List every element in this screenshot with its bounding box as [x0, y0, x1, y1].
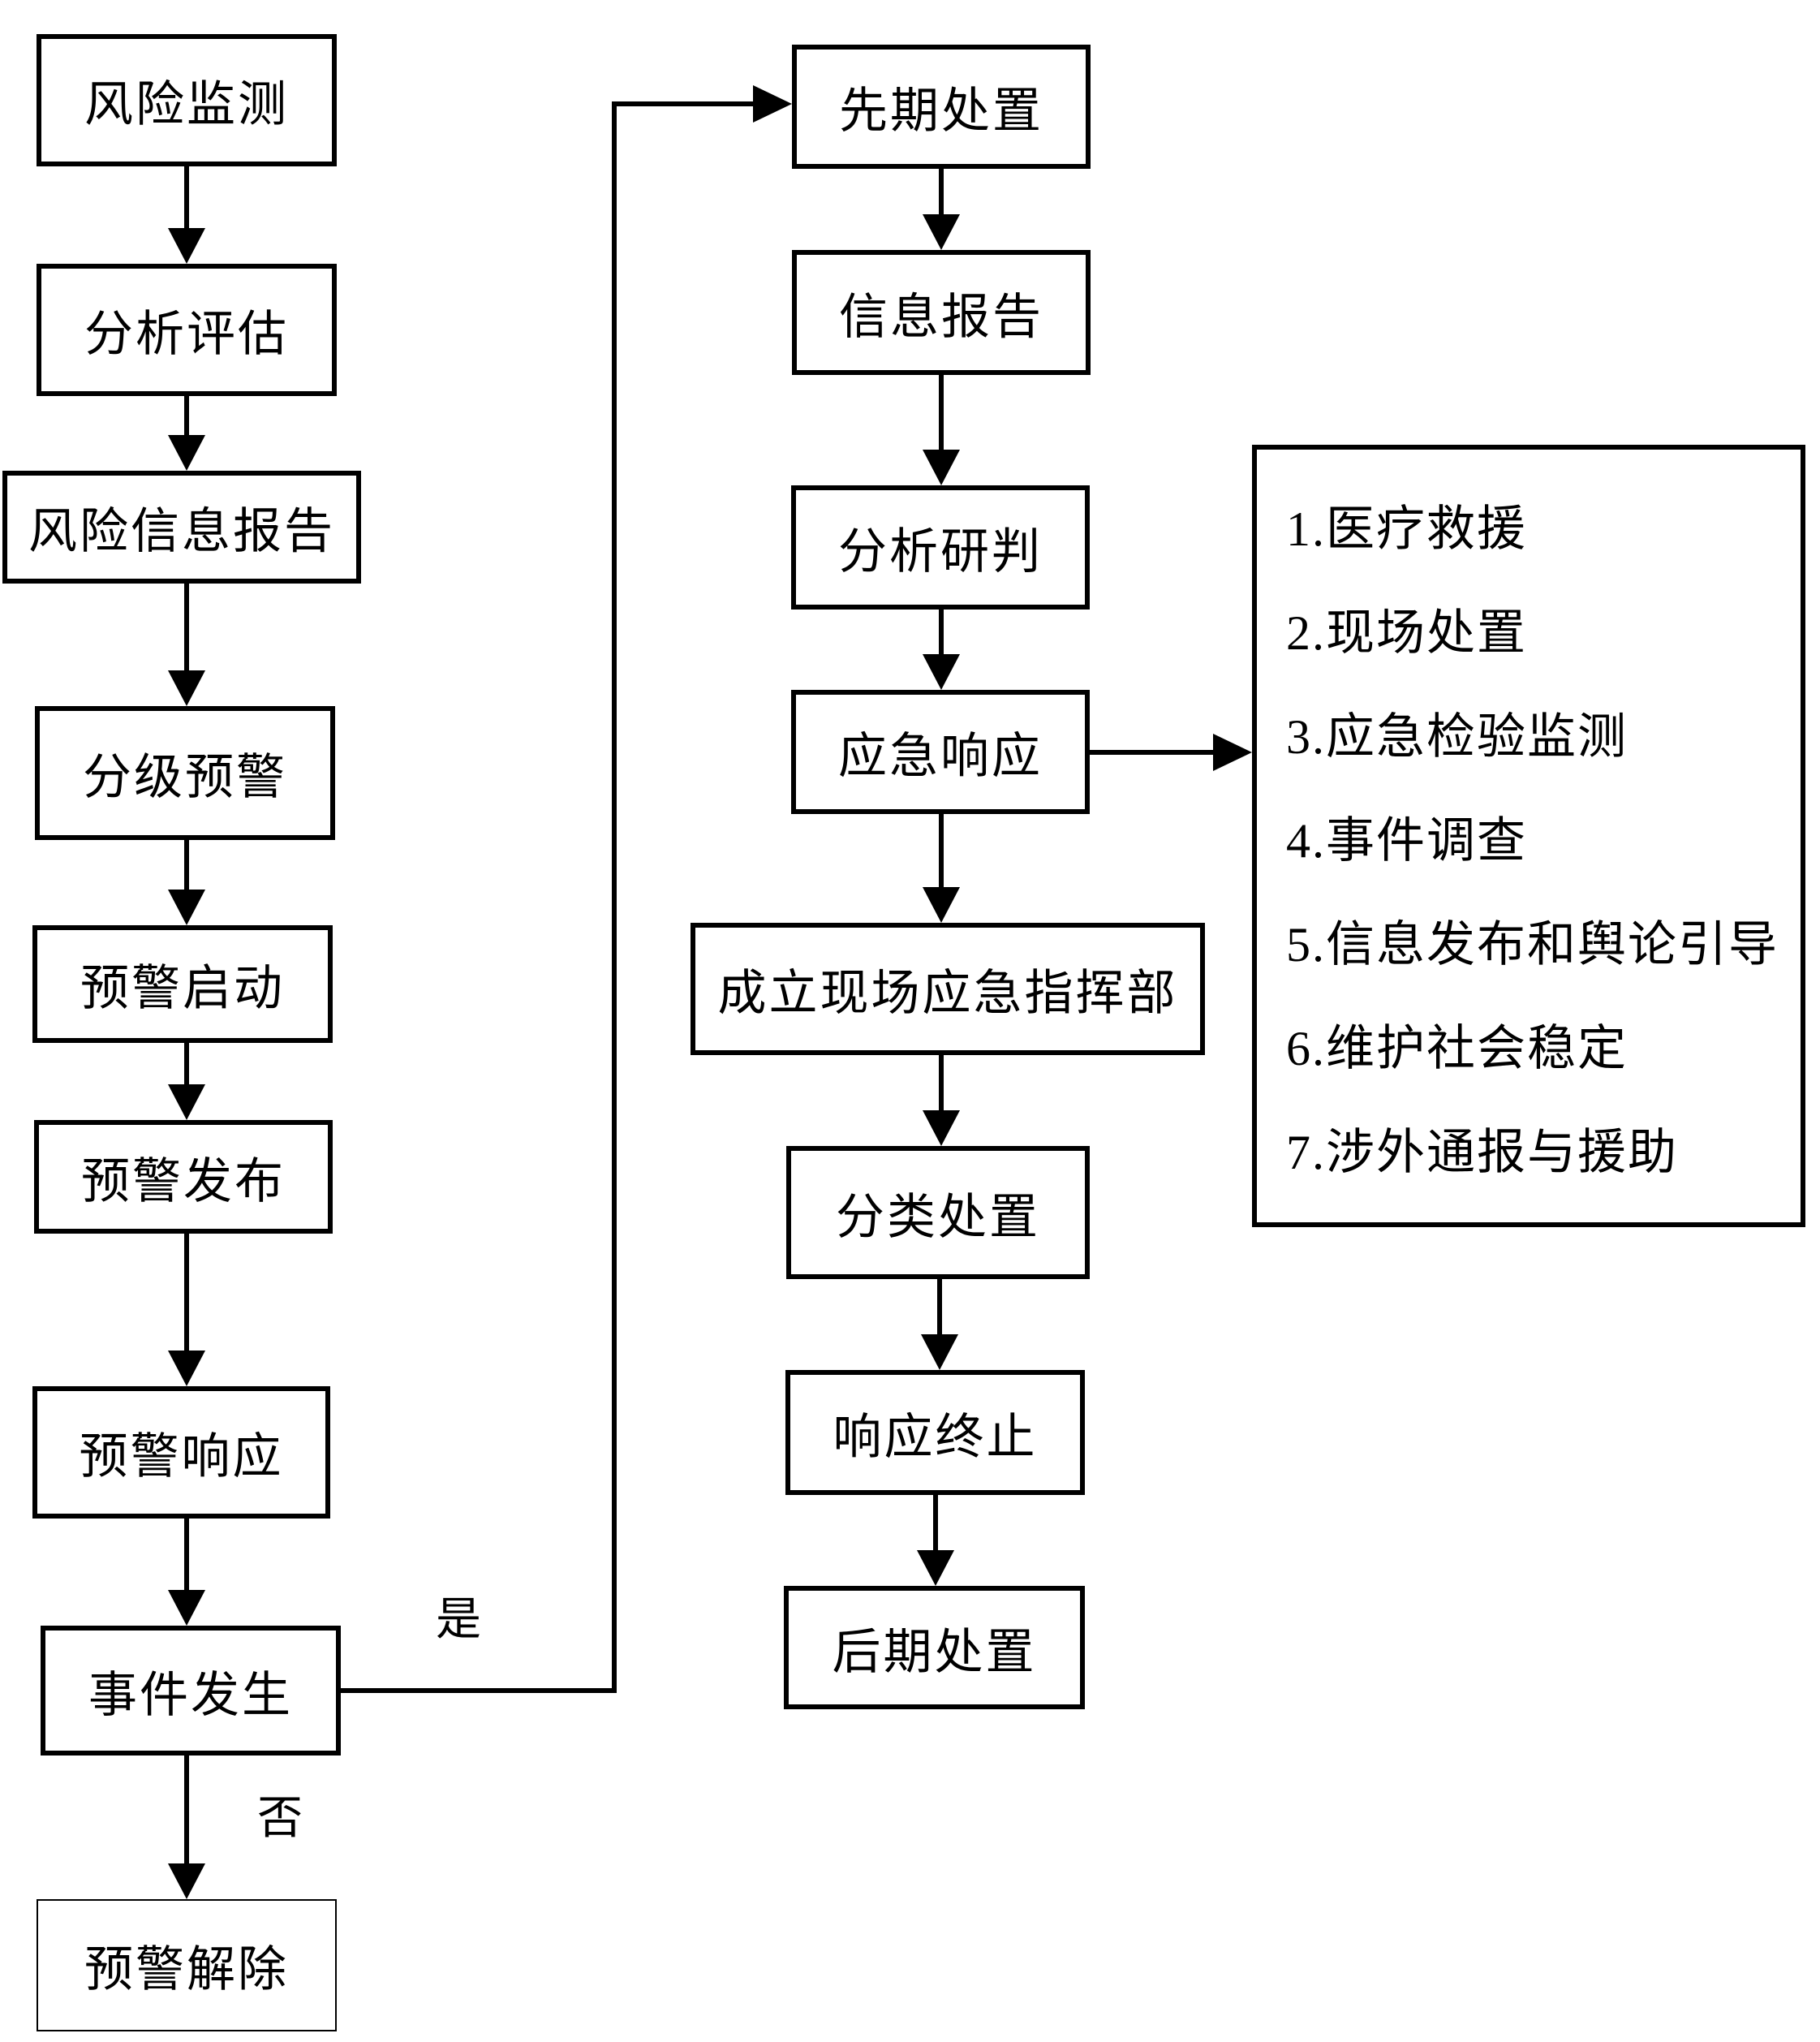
- node-classified-disposal: 分类处置: [786, 1146, 1090, 1279]
- arrowhead-down: [923, 887, 960, 923]
- no-label: 否: [257, 1794, 303, 1844]
- arrowhead-down: [923, 450, 960, 485]
- node-analysis-evaluation: 分析评估: [37, 264, 337, 396]
- yes-connector-line: [612, 101, 617, 1693]
- arrowhead-down: [168, 670, 205, 706]
- arrowhead-right: [753, 85, 792, 123]
- task-item-onsite-disposal: 2.现场处置: [1286, 605, 1527, 660]
- arrow-line: [184, 1234, 189, 1351]
- yes-connector-line: [341, 1688, 614, 1693]
- node-risk-info-report: 风险信息报告: [2, 471, 361, 584]
- node-warning-initiation: 预警启动: [32, 925, 333, 1043]
- arrow-line: [939, 610, 944, 654]
- node-graded-warning: 分级预警: [35, 706, 335, 840]
- response-tasks-panel: 1.医疗救援 2.现场处置 3.应急检验监测 4.事件调查 5.信息发布和舆论引…: [1252, 445, 1805, 1227]
- node-analysis-judgment: 分析研判: [791, 485, 1090, 610]
- arrow-line: [184, 584, 189, 670]
- node-response-termination: 响应终止: [785, 1370, 1085, 1495]
- node-warning-lifted: 预警解除: [37, 1899, 337, 2031]
- arrow-line: [937, 1279, 942, 1334]
- arrow-line: [939, 169, 944, 214]
- node-post-disposal: 后期处置: [784, 1586, 1085, 1709]
- arrowhead-down: [923, 1110, 960, 1146]
- arrow-line: [184, 1043, 189, 1084]
- arrow-line: [939, 814, 944, 887]
- node-initial-disposal: 先期处置: [792, 45, 1091, 169]
- yes-connector-line: [612, 101, 756, 106]
- arrowhead-down: [168, 1863, 205, 1899]
- node-event-occurrence: 事件发生: [41, 1626, 341, 1756]
- arrowhead-down: [917, 1550, 954, 1586]
- arrowhead-down: [921, 1334, 958, 1370]
- arrowhead-down: [168, 890, 205, 925]
- arrowhead-down: [923, 214, 960, 250]
- node-warning-release: 预警发布: [34, 1120, 333, 1234]
- arrow-line: [184, 840, 189, 890]
- arrow-line: [184, 1756, 189, 1863]
- node-information-report: 信息报告: [792, 250, 1091, 375]
- yes-label: 是: [436, 1595, 481, 1645]
- arrowhead-down: [168, 1590, 205, 1626]
- arrowhead-down: [168, 435, 205, 471]
- node-emergency-response: 应急响应: [791, 690, 1090, 814]
- task-item-event-investigation: 4.事件调查: [1286, 813, 1527, 868]
- arrowhead-down: [923, 654, 960, 690]
- arrow-line: [939, 375, 944, 450]
- arrowhead-down: [168, 1351, 205, 1386]
- arrowhead-down: [168, 1084, 205, 1120]
- arrow-line: [184, 166, 189, 228]
- node-warning-response: 预警响应: [32, 1386, 330, 1519]
- arrow-line: [184, 396, 189, 435]
- task-item-medical-rescue: 1.医疗救援: [1286, 502, 1527, 556]
- task-item-info-release: 5.信息发布和舆论引导: [1286, 917, 1779, 971]
- arrow-line: [939, 1055, 944, 1110]
- arrow-line: [933, 1495, 938, 1550]
- arrowhead-down: [168, 228, 205, 264]
- task-item-foreign-notification: 7.涉外通报与援助: [1286, 1125, 1678, 1179]
- task-item-social-stability: 6.维护社会稳定: [1286, 1021, 1628, 1075]
- task-item-emergency-inspection: 3.应急检验监测: [1286, 709, 1628, 764]
- response-tasks-connector-line: [1090, 750, 1213, 755]
- arrow-line: [184, 1519, 189, 1590]
- node-risk-monitoring: 风险监测: [37, 34, 337, 166]
- arrowhead-right: [1213, 734, 1252, 771]
- node-onsite-command-establishment: 成立现场应急指挥部: [691, 923, 1205, 1055]
